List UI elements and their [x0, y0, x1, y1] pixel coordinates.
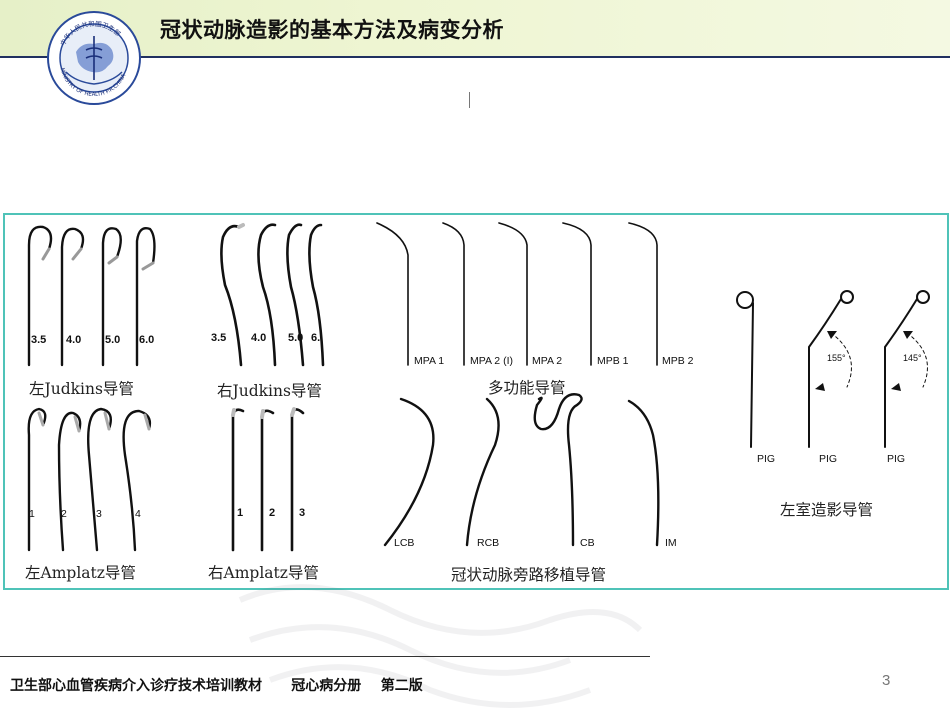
left-amplatz-size-3: 3 — [96, 508, 102, 520]
catheter-drawings — [27, 222, 930, 552]
left-judkins-caption: 左Judkins导管 — [29, 380, 134, 398]
pig-label-1: PIG — [757, 453, 776, 465]
right-judkins-caption: 右Judkins导管 — [217, 382, 322, 400]
background-watermark — [238, 584, 643, 708]
cb-label: CB — [580, 537, 595, 549]
left-judkins-size-2: 4.0 — [66, 334, 82, 346]
right-judkins-size-4: 6. — [311, 332, 321, 344]
rcb-label: RCB — [477, 537, 500, 549]
left-judkins-size-1: 3.5 — [31, 334, 47, 346]
pig-label-3: PIG — [887, 453, 906, 465]
header-divider — [0, 56, 950, 58]
left-amplatz-size-2: 2 — [61, 508, 67, 520]
multipurpose-caption: 多功能导管 — [488, 379, 566, 397]
mpa1-label: MPA 1 — [414, 355, 445, 367]
right-judkins-size-1: 3.5 — [211, 332, 227, 344]
left-amplatz-caption: 左Amplatz导管 — [25, 564, 136, 582]
footer-text: 卫生部心血管疾病介入诊疗技术培训教材 冠心病分册 第二版 — [10, 678, 423, 694]
mpa2-label: MPA 2 — [532, 355, 563, 367]
left-judkins-size-4: 6.0 — [139, 334, 155, 346]
mpb2-label: MPB 2 — [662, 355, 694, 367]
pig-label-2: PIG — [819, 453, 838, 465]
angle-label-155: 155° — [827, 353, 846, 363]
multipurpose-catheters — [376, 222, 658, 366]
right-judkins-size-2: 4.0 — [251, 332, 267, 344]
right-judkins-catheters — [220, 223, 325, 367]
mpb1-label: MPB 1 — [597, 355, 629, 367]
bypass-catheters — [383, 393, 660, 547]
footer-divider — [0, 656, 650, 657]
left-judkins-size-3: 5.0 — [105, 334, 121, 346]
text-cursor-mark — [469, 92, 470, 108]
bypass-caption: 冠状动脉旁路移植导管 — [451, 566, 607, 584]
angle-label-145: 145° — [903, 353, 922, 363]
im-label: IM — [665, 537, 677, 549]
page-number: 3 — [882, 672, 891, 689]
ministry-logo: 中华人民共和国卫生部 MINISTRY OF HEALTH P.R.CHINA — [47, 11, 141, 105]
right-judkins-size-3: 5.0 — [288, 332, 304, 344]
left-amplatz-size-4: 4 — [135, 508, 141, 520]
page-title: 冠状动脉造影的基本方法及病变分析 — [160, 18, 504, 42]
right-amplatz-size-1: 1 — [237, 507, 244, 519]
right-amplatz-catheters — [231, 407, 305, 552]
left-judkins-catheters — [27, 225, 156, 367]
mpa2i-label: MPA 2 (I) — [470, 355, 513, 367]
right-amplatz-size-2: 2 — [269, 507, 276, 519]
pigtail-caption: 左室造影导管 — [780, 501, 874, 519]
left-amplatz-catheters — [27, 407, 152, 552]
lcb-label: LCB — [394, 537, 415, 549]
catheter-figure: 3.5 4.0 5.0 6.0 左Judkins导管 3.5 4.0 5.0 6… — [3, 213, 949, 590]
right-amplatz-caption: 右Amplatz导管 — [208, 564, 319, 582]
right-amplatz-size-3: 3 — [299, 507, 306, 519]
angle-arcs — [830, 332, 928, 388]
angle-arrowheads — [815, 331, 913, 391]
pigtail-catheters — [736, 290, 930, 448]
header-band — [0, 0, 950, 56]
left-amplatz-size-1: 1 — [29, 508, 35, 520]
